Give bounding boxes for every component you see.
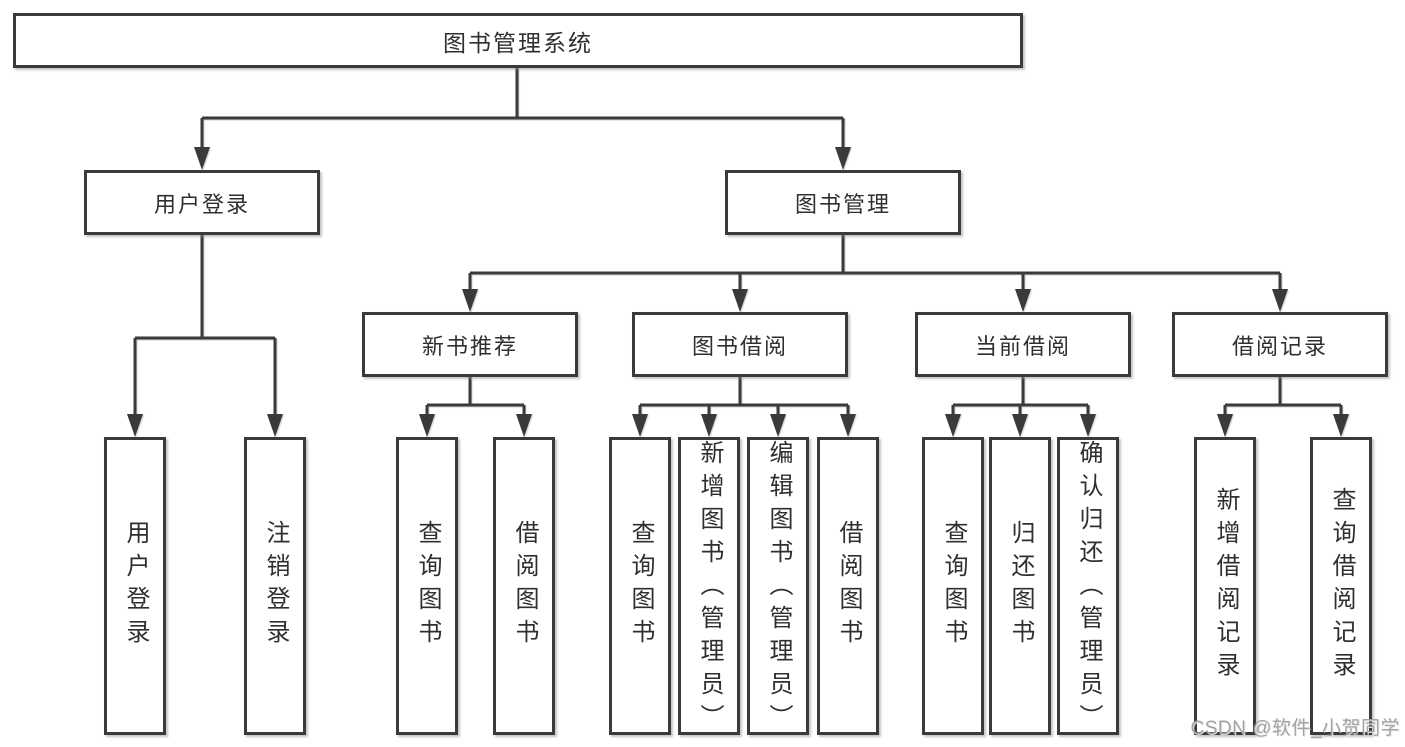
node-book-management: 图书管理 bbox=[725, 170, 961, 235]
leaf-recommend-query-book: 查询图书 bbox=[396, 437, 458, 735]
leaf-query-borrow-record: 查询借阅记录 bbox=[1310, 437, 1372, 735]
node-user-login: 用户登录 bbox=[84, 170, 320, 235]
leaf-logout: 注销登录 bbox=[244, 437, 306, 735]
leaf-user-login: 用户登录 bbox=[104, 437, 166, 735]
leaf-add-book-admin: 新增图书（管理员） bbox=[678, 437, 740, 737]
node-current-borrow: 当前借阅 bbox=[915, 312, 1131, 377]
node-borrow-records: 借阅记录 bbox=[1172, 312, 1388, 377]
connector-current-children bbox=[945, 377, 1096, 437]
leaf-recommend-borrow-book: 借阅图书 bbox=[493, 437, 555, 735]
connector-root-to-level2 bbox=[194, 68, 851, 170]
node-new-book-recommend: 新书推荐 bbox=[362, 312, 578, 377]
csdn-watermark: CSDN @软件_小贺同学 bbox=[1190, 718, 1400, 739]
leaf-add-borrow-record: 新增借阅记录 bbox=[1194, 437, 1256, 735]
connector-recommend-children bbox=[419, 377, 532, 437]
leaf-current-query-book: 查询图书 bbox=[922, 437, 984, 735]
leaf-borrow-book: 借阅图书 bbox=[817, 437, 879, 735]
connector-mgmt-branches bbox=[462, 235, 1288, 312]
leaf-confirm-return-admin: 确认归还（管理员） bbox=[1057, 437, 1119, 737]
leaf-borrow-query-book: 查询图书 bbox=[609, 437, 671, 735]
leaf-edit-book-admin: 编辑图书（管理员） bbox=[747, 437, 809, 737]
connector-borrow-children bbox=[632, 377, 856, 437]
node-system-root: 图书管理系统 bbox=[13, 13, 1023, 68]
leaf-return-book: 归还图书 bbox=[989, 437, 1051, 735]
connector-records-children bbox=[1217, 377, 1349, 437]
connector-login-children bbox=[127, 235, 283, 437]
node-book-borrow: 图书借阅 bbox=[632, 312, 848, 377]
